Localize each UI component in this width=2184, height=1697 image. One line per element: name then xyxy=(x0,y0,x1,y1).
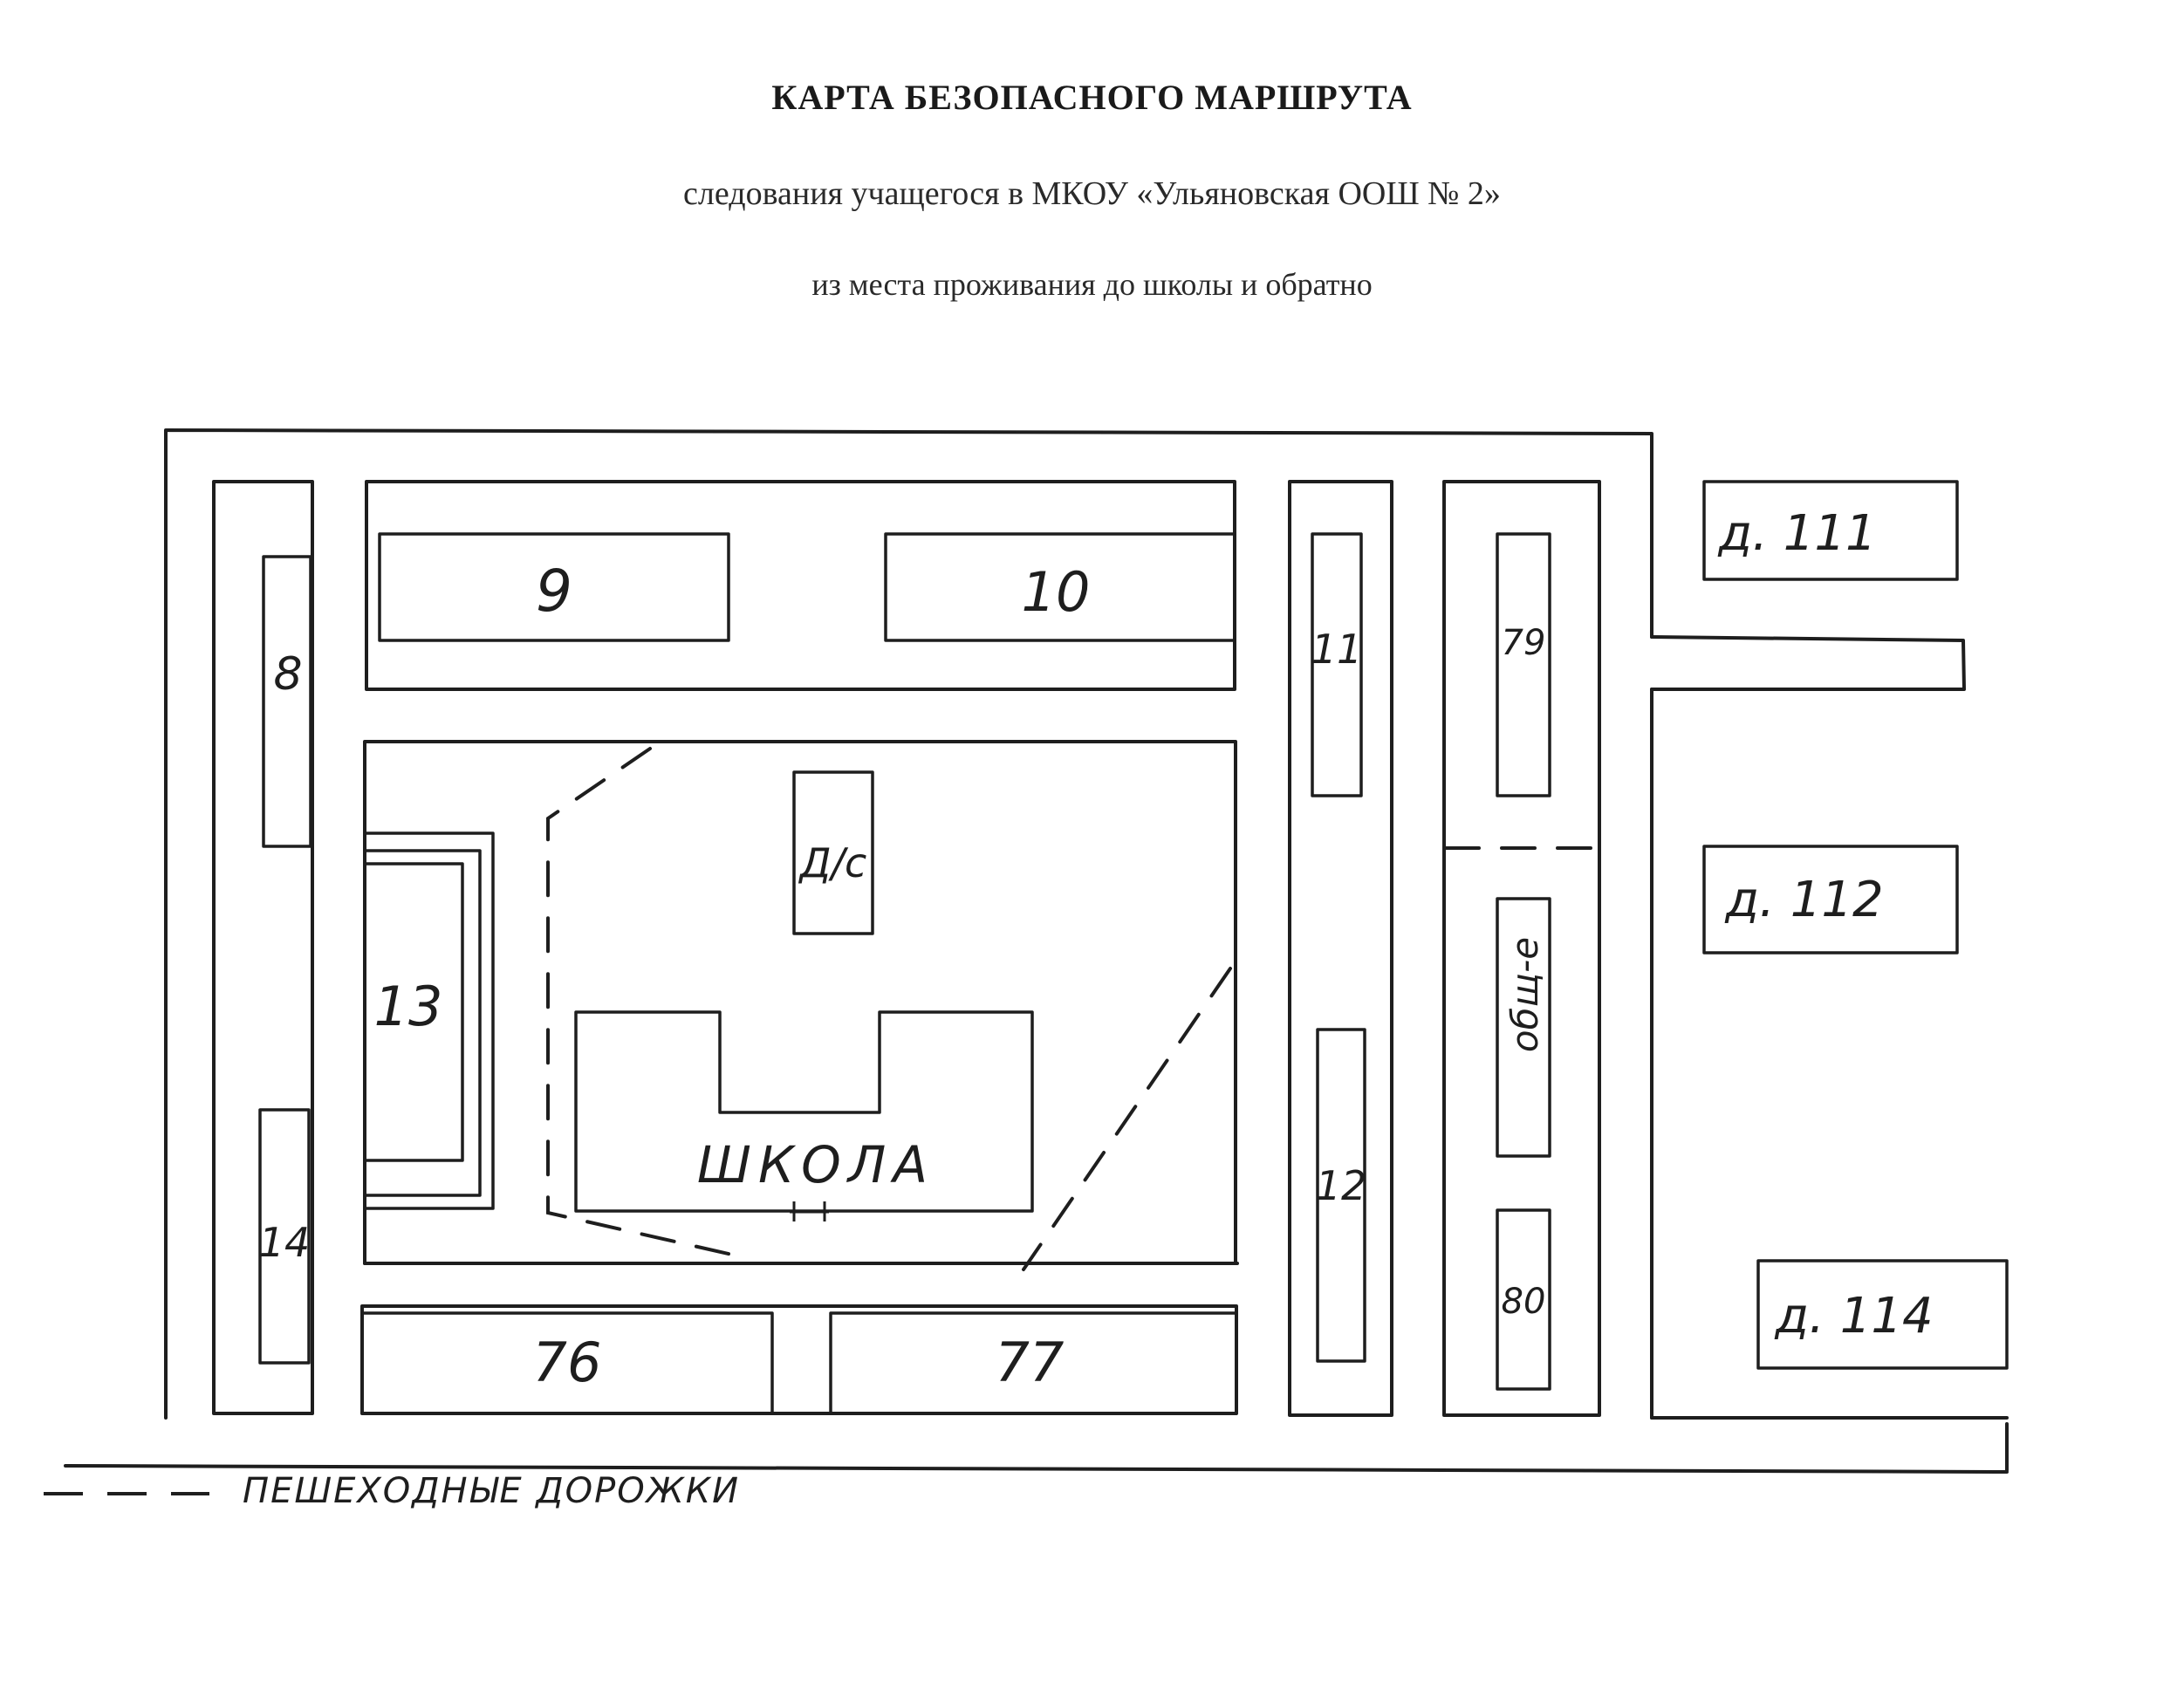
label-dormitory: общ-е xyxy=(1503,937,1546,1052)
building-14 xyxy=(258,1108,311,1365)
map-title: КАРТА БЕЗОПАСНОГО МАРШРУТА xyxy=(771,78,1413,117)
label-12: 12 xyxy=(1316,1162,1367,1209)
building-77 xyxy=(829,1311,1238,1415)
building-13 xyxy=(365,831,495,1210)
block-top xyxy=(365,480,1236,691)
building-80 xyxy=(1496,1208,1551,1391)
map-subtitle-2: из места проживания до школы и обратно xyxy=(811,267,1373,302)
label-school: ШКОЛА xyxy=(697,1135,935,1194)
label-d112: д. 112 xyxy=(1724,872,1883,928)
map-subtitle: следования учащегося в МКОУ «Ульяновская… xyxy=(683,175,1501,212)
block-bottom xyxy=(360,1304,1238,1415)
label-77: 77 xyxy=(996,1331,1065,1394)
building-d111 xyxy=(1702,480,1959,581)
label-13: 13 xyxy=(374,975,443,1038)
block-column-11-12 xyxy=(1288,480,1393,1417)
building-dormitory xyxy=(1496,897,1551,1158)
label-kindergarten: Д/с xyxy=(798,839,867,886)
building-kindergarten xyxy=(792,770,874,935)
pedestrian-path-east xyxy=(1022,967,1232,1271)
label-10: 10 xyxy=(1022,560,1091,624)
building-8 xyxy=(262,555,312,848)
label-76: 76 xyxy=(533,1331,602,1394)
building-76 xyxy=(360,1311,774,1415)
building-9 xyxy=(378,532,730,642)
outer-road-boundary xyxy=(164,428,1653,1420)
building-10 xyxy=(884,532,1236,642)
label-d114: д. 114 xyxy=(1774,1288,1933,1345)
label-79: 79 xyxy=(1502,623,1546,663)
block-column-79-80 xyxy=(1442,480,1601,1417)
bottom-road-line xyxy=(64,1422,2009,1474)
right-road xyxy=(1650,635,2009,1420)
building-school xyxy=(574,1010,1034,1213)
legend: ПЕШЕХОДНЫЕ ДОРОЖКИ xyxy=(44,1471,740,1511)
pedestrian-path-west xyxy=(546,747,742,1258)
building-12 xyxy=(1316,1028,1366,1363)
block-left xyxy=(212,480,314,1415)
building-11 xyxy=(1311,532,1363,797)
building-d114 xyxy=(1756,1259,2009,1370)
label-14: 14 xyxy=(259,1219,311,1266)
legend-label-pedestrian-paths: ПЕШЕХОДНЫЕ ДОРОЖКИ xyxy=(243,1471,740,1511)
label-d111: д. 111 xyxy=(1717,505,1876,562)
building-79 xyxy=(1496,532,1551,797)
label-11: 11 xyxy=(1311,626,1363,673)
label-8: 8 xyxy=(273,648,302,701)
building-d112 xyxy=(1702,845,1959,955)
label-80: 80 xyxy=(1502,1282,1546,1322)
label-9: 9 xyxy=(536,558,572,625)
